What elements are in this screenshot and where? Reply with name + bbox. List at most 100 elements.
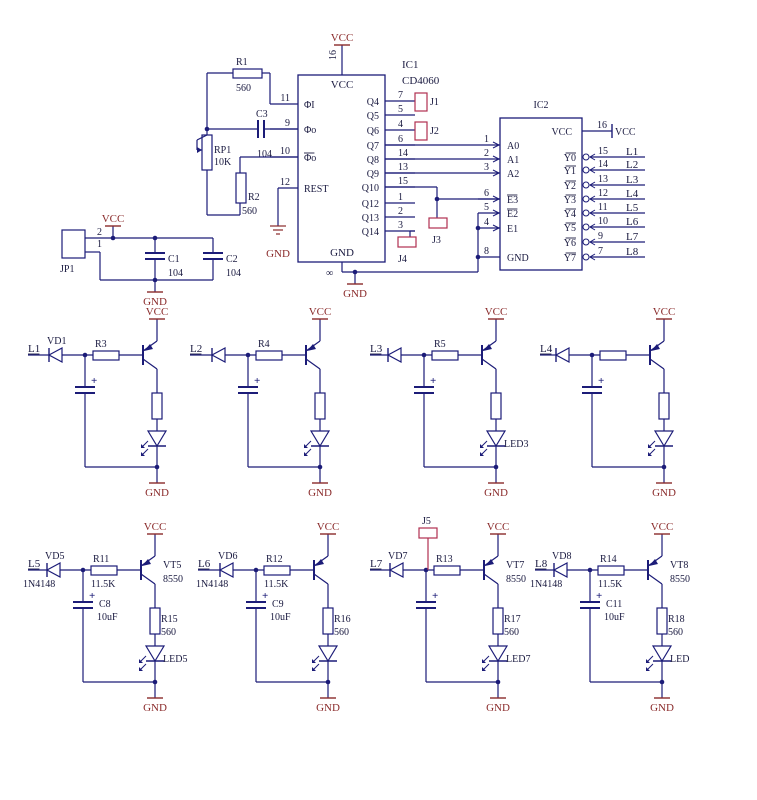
label: VT8: [670, 560, 688, 571]
label: VD1: [47, 336, 66, 347]
led-symbol: [144, 645, 166, 663]
vcc-power-symbol: VCC: [653, 306, 675, 320]
net-label: L3: [626, 174, 639, 186]
resistor-body: [492, 607, 504, 635]
light-arrow: [312, 659, 316, 663]
gnd-label: GND: [316, 702, 340, 714]
vcc-label: VCC: [144, 521, 167, 533]
net-label: L7: [626, 231, 639, 243]
jumper-j2: J2: [414, 121, 439, 141]
wire: [483, 573, 499, 585]
pin-name: REST: [304, 184, 328, 195]
pin-name: Y7: [564, 253, 576, 264]
pin-name: Q12: [362, 199, 379, 210]
pin-number: 7: [598, 246, 603, 257]
led-symbol: [317, 645, 339, 663]
pin-number: 16: [597, 120, 607, 131]
pin-name: ΦI: [304, 100, 315, 111]
transistor-emitter-arrow: [483, 344, 492, 351]
inverted-output-bubble: [582, 153, 590, 161]
light-arrow: [139, 659, 143, 663]
label: 1N4148: [196, 579, 228, 590]
pin-number: 5: [484, 202, 489, 213]
led-symbol: [485, 430, 507, 448]
pin-number: 9: [285, 118, 290, 129]
jumper-j5: J5: [418, 516, 438, 539]
light-arrow: [304, 444, 308, 448]
vcc-power-symbol: VCC: [331, 32, 354, 46]
pin-name: E3: [507, 195, 518, 206]
label: 10uF: [604, 612, 625, 623]
pin-number: 12: [280, 177, 290, 188]
pin-name: A1: [507, 155, 519, 166]
wire: [305, 358, 321, 370]
label: CD4060: [402, 75, 440, 87]
label: IC2: [534, 100, 549, 111]
label: R2: [248, 192, 260, 203]
label: VD8: [552, 551, 571, 562]
pin-number: 2: [97, 227, 102, 238]
ground-symbol: GND: [145, 482, 169, 499]
label: 104: [168, 268, 183, 279]
jumper-body: [414, 121, 428, 141]
label: LED7: [506, 654, 530, 665]
net-label: L1: [626, 146, 638, 158]
ground-symbol: GND: [652, 482, 676, 499]
label: VCC: [551, 127, 572, 138]
pin-number: 3: [398, 220, 403, 231]
jumper-body: [428, 217, 448, 229]
label: C1: [168, 254, 180, 265]
polarity-plus: +: [430, 375, 436, 387]
pin-number: 2: [484, 148, 489, 159]
vcc-power-symbol: VCC: [309, 306, 331, 320]
label: VD6: [218, 551, 237, 562]
label: IC1: [402, 59, 419, 71]
pin-number: 10: [280, 146, 290, 157]
pin-number: 4: [484, 217, 489, 228]
diode-symbol: [386, 346, 402, 364]
pin-name: Φo: [304, 153, 316, 164]
diode-symbol: [552, 561, 568, 579]
resistor-body: [597, 565, 625, 576]
vcc-power-symbol: VCC: [651, 521, 673, 535]
transistor-emitter-arrow: [142, 559, 151, 566]
pin-number: 7: [398, 90, 403, 101]
label: LED: [670, 654, 689, 665]
wire: [196, 134, 208, 141]
pin-number: ∞: [326, 268, 333, 279]
pin-number: 9: [598, 231, 603, 242]
polarity-plus: +: [254, 375, 260, 387]
label: 104: [226, 268, 241, 279]
pin-number: 1: [398, 192, 403, 203]
pin-name: GND: [507, 253, 529, 264]
vcc-power-symbol: VCC: [144, 521, 167, 535]
label: VD5: [45, 551, 64, 562]
label: 11.5K: [91, 579, 116, 590]
pin-number: 1: [484, 134, 489, 145]
vcc-power-symbol: VCC: [485, 306, 507, 320]
resistor-body: [599, 350, 627, 361]
vcc-power-symbol: VCC: [146, 306, 168, 320]
vcc-label: VCC: [331, 32, 354, 44]
resistor-body: [263, 565, 291, 576]
label: J2: [430, 126, 439, 137]
vcc-label: VCC: [487, 521, 510, 533]
ic2-body: [499, 117, 583, 271]
driver-stage-L5: L5VCCGND+VD51N4148R1111.5KC810uFVT58550R…: [23, 521, 187, 714]
label: C8: [99, 599, 111, 610]
resistor-body: [235, 172, 247, 204]
wire: [313, 573, 329, 585]
pin-number: 13: [598, 174, 608, 185]
led-symbol: [309, 430, 331, 448]
ic1-body: [297, 74, 386, 263]
vcc-label: VCC: [102, 213, 125, 225]
potentiometer-body: [201, 134, 213, 171]
pin-name: Y0: [564, 153, 576, 164]
pin-name: Q14: [362, 227, 379, 238]
label: LED3: [504, 439, 528, 450]
net-label: L4: [540, 343, 553, 355]
polarity-plus: +: [432, 590, 438, 602]
ground-symbol: GND: [308, 482, 332, 499]
